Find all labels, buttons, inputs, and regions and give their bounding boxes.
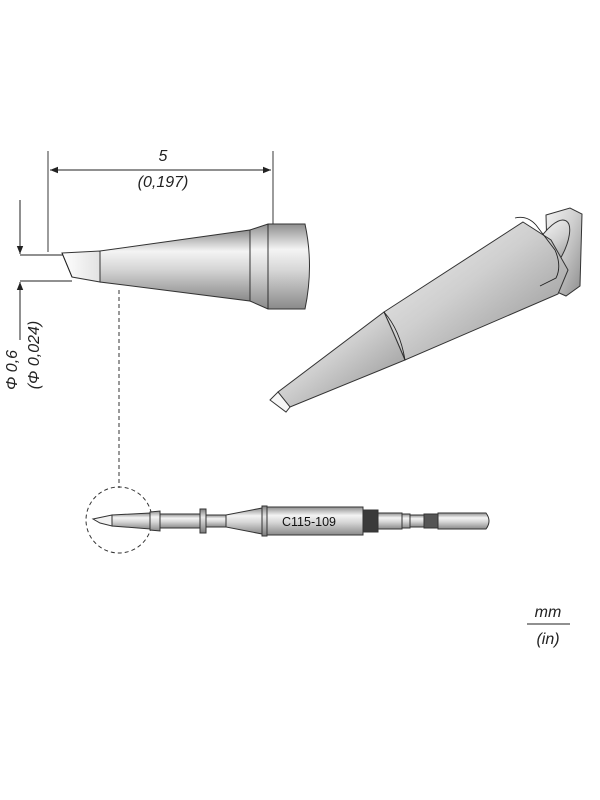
diameter-in-label: (Φ 0,024) <box>26 321 43 390</box>
cartridge-tip-collar <box>149 510 161 532</box>
diameter-mm-label: Φ 0,6 <box>4 350 21 390</box>
cartridge-tip-bevel <box>91 514 113 527</box>
length-dimension: 5 (0,197) <box>47 148 274 252</box>
cartridge-body-ring-left <box>261 505 268 537</box>
tip-perspective-view <box>269 207 583 413</box>
cartridge-rear-band <box>423 513 439 529</box>
cartridge-neck <box>205 514 227 528</box>
tip-shaft <box>383 221 569 361</box>
unit-in-label: (in) <box>536 631 559 648</box>
cartridge-front-tube <box>159 513 201 529</box>
cartridge-dark-band <box>362 509 379 533</box>
diameter-dimension: Φ 0,6 (Φ 0,024) <box>4 200 72 390</box>
tip-collar <box>249 223 310 310</box>
tip-side-view <box>61 223 310 310</box>
tip-cone <box>99 229 251 302</box>
tip-bevel-edge <box>61 252 73 278</box>
tip-perspective-cone <box>277 311 406 408</box>
cartridge-front-ring <box>199 508 207 534</box>
cartridge-rear-neck <box>409 514 425 528</box>
units-legend: mm (in) <box>527 604 570 648</box>
cartridge-drawing: C115-109 <box>91 505 490 537</box>
cartridge-connector <box>437 512 490 530</box>
cartridge-taper <box>225 507 263 535</box>
tip-shaft-edge <box>514 216 560 287</box>
tip-perspective-bevel <box>269 391 291 413</box>
length-in-label: (0,197) <box>138 174 189 191</box>
cartridge-tip-cone <box>111 512 151 530</box>
cartridge-rear-shaft <box>377 512 403 530</box>
tip-cone-edge <box>383 311 406 361</box>
cartridge-body <box>266 506 364 536</box>
unit-mm-label: mm <box>535 604 562 621</box>
length-mm-label: 5 <box>159 148 168 165</box>
cartridge-rear-step <box>401 513 411 529</box>
cartridge-model-label: C115-109 <box>282 515 336 529</box>
